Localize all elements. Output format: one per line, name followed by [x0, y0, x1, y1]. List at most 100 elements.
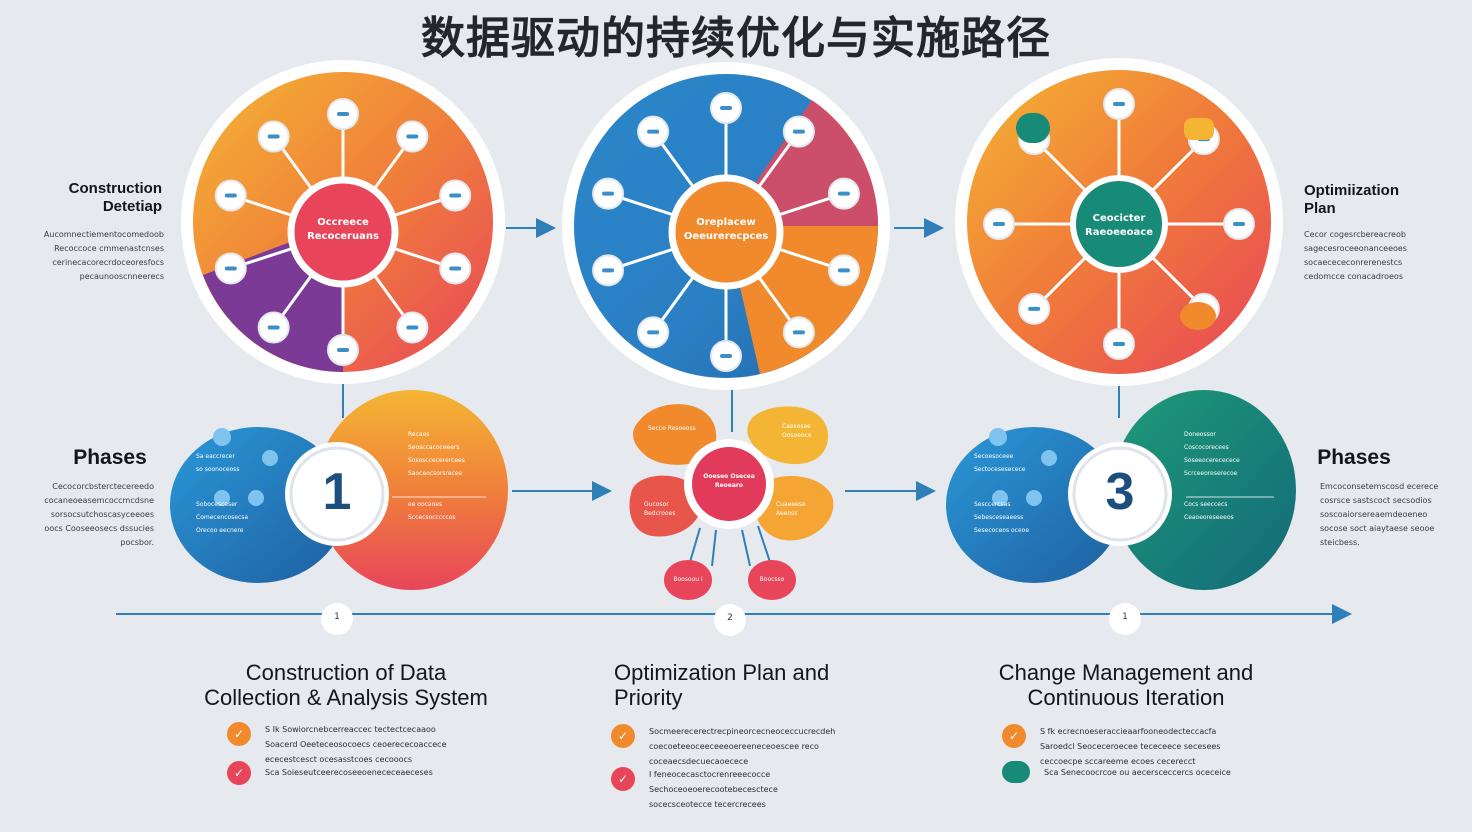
left-phases-heading: Phases	[73, 446, 147, 469]
bullet-line: coecoeteeoceeceeeoereeneceoescee reco	[649, 742, 819, 751]
paragraph-line: sagecesroceeonanceeoes	[1304, 244, 1407, 253]
cluster-center-label: Ooeseo Osecea Reoearo	[703, 473, 755, 489]
phase-3-teal-line: Ceaoeoreseeeos	[1184, 514, 1234, 521]
bullet-line: coceaecsdecuecaoecece	[649, 757, 749, 766]
hub-2-node-icon	[647, 330, 660, 335]
phase-3-blue-line: Sesecoceos oceoe	[974, 527, 1030, 534]
phase-1-orange-line: Sososccecerercees	[408, 457, 465, 464]
hub-1-node-icon	[449, 193, 462, 198]
stage-title-line: Collection & Analysis System	[204, 685, 488, 710]
page-title: 数据驱动的持续优化与实施路径	[421, 13, 1051, 64]
phase-3-blue-line: Sebesceseaeess	[974, 514, 1024, 521]
cluster-bottom-left-label: Boosoou i	[673, 576, 703, 583]
hub-2-node-icon	[602, 191, 615, 196]
cluster-legs	[689, 525, 771, 567]
hub-1-node-icon	[337, 112, 349, 116]
bullet-text: Sca Senecoocrcoe ou aecersceccercs ocece…	[1044, 761, 1231, 780]
check-icon: ✓	[1002, 724, 1026, 748]
phase-1-number: 1	[322, 463, 352, 521]
bullet-line: S Ik Sowiorcnebcerreaccec tectectcecaaoo	[265, 725, 436, 734]
phase-3-teal-line: Cocs seeccecs	[1184, 501, 1228, 508]
hub-2-node-icon	[647, 129, 660, 134]
hub-3-center	[1070, 175, 1168, 273]
bullet-text: I feneocecasctocrenreeecocce Sechoceoeoe…	[649, 767, 778, 812]
timeline-marker-2	[714, 604, 746, 636]
paragraph-line: steicbess.	[1320, 538, 1360, 547]
bullet-text: S fk ecrecnoeseraccieaarfooneodecteccacf…	[1040, 724, 1220, 769]
hub-2-center	[668, 174, 784, 290]
database-icon	[214, 490, 230, 506]
phase-3-teal-line: Coscocorecees	[1184, 444, 1229, 451]
hub-2-spokes	[592, 92, 860, 372]
hub-3-badge-icon	[1180, 302, 1216, 330]
cluster-leg	[741, 529, 751, 567]
hub-2-node-icon	[792, 129, 805, 134]
bullet-line: ececestcesct ocesasstcoes cecooocs	[265, 755, 413, 764]
hub-3-node-icon	[1113, 102, 1125, 106]
phase-3	[946, 390, 1296, 590]
stage-1-bullet-2: ✓ Sca Soieseutceerecoseeoenececeaeceses	[227, 761, 487, 785]
stage-1-bullet-1: ✓ S Ik Sowiorcnebcerreaccec tectectcecaa…	[227, 722, 487, 767]
globe-icon	[1041, 450, 1057, 466]
phase-1-blue-line: Sobocesceser	[196, 501, 238, 508]
hub-1-node-icon	[337, 348, 349, 352]
phase-3-blue-line: Sectocesesecece	[974, 466, 1026, 473]
stage-2-bullet-1: ✓ Socmeerecerectrecpineorcecneoceccucrec…	[611, 724, 871, 769]
hub-3	[955, 58, 1283, 386]
bullet-line: Socmeerecerectrecpineorcecneoceccucrecde…	[649, 727, 836, 736]
hub-2-node-icon	[792, 330, 805, 335]
timeline-marker-1	[321, 603, 353, 635]
chart-icon	[248, 490, 264, 506]
bullet-line: S fk ecrecnoeseraccieaarfooneodecteccacf…	[1040, 727, 1217, 736]
phase-1-orange-line: Sccecsocccccos	[408, 514, 456, 521]
phase-1-orange-line: ee oocaoes	[408, 501, 443, 508]
check-icon: ✓	[227, 761, 251, 785]
phase-1-orange-line: Saoceocsorsrecee	[408, 470, 463, 477]
stage-3-bullet-1: ✓ S fk ecrecnoeseraccieaarfooneodectecca…	[1002, 724, 1262, 769]
hub-3-node-icon	[1233, 222, 1245, 226]
phase-1	[170, 390, 508, 590]
stage-2: Optimization Plan and Priority	[614, 660, 874, 710]
right-top-heading: Optimiization Plan	[1304, 182, 1424, 218]
hub-2-node-icon	[602, 268, 615, 273]
cluster-petal-3-label: Gucosor Bedcrooes	[644, 501, 676, 517]
cluster-leg	[711, 529, 717, 567]
stage-1: Construction of Data Collection & Analys…	[196, 660, 496, 710]
hub-1-node-icon	[406, 325, 419, 330]
stage-title-line: Continuous Iteration	[1027, 685, 1225, 710]
cluster-leg	[689, 527, 701, 563]
phase-1-orange-lobe	[316, 390, 508, 590]
left-phases-paragraph: Cecocorcbsterctecereedo cocaneoeasemcocc…	[20, 480, 154, 550]
right-top-heading-line: Plan	[1304, 200, 1336, 217]
phase-1-blue-line: so soonoceoss	[196, 466, 240, 473]
phase-3-number: 3	[1105, 463, 1135, 521]
hub-1-node-icon	[224, 193, 237, 198]
phase-1-orange-line: Recaes	[408, 431, 430, 438]
bullet-line: Sca Soieseutceerecoseeoenececeaeceses	[265, 768, 433, 777]
paragraph-line: Emcoconsetemscosd ecerece	[1320, 482, 1439, 491]
paragraph-line: cosrsce sastscoct secsodios	[1320, 496, 1432, 505]
check-icon: ✓	[227, 722, 251, 746]
timeline-marker-3-label: 1	[1122, 612, 1128, 622]
database-icon	[992, 490, 1008, 506]
cluster-bottom-left	[664, 560, 712, 600]
chat-icon	[1016, 113, 1050, 143]
left-top-heading: Construction Detetiap	[40, 180, 162, 216]
stage-2-title: Optimization Plan and Priority	[614, 660, 874, 710]
phase-1-orange-line: Seosccacoceeers	[408, 444, 460, 451]
bullet-line: Soacerd Oeeteceosocoecs ceoerececoaccece	[265, 740, 447, 749]
phase-3-teal-lobe	[1112, 390, 1296, 590]
chart-icon	[1026, 490, 1042, 506]
hub-1-node-icon	[406, 134, 419, 139]
cluster-petal-4	[754, 475, 834, 541]
leaf-icon	[1002, 761, 1030, 783]
phase-1-blue-line: Comecencosecsa	[196, 514, 249, 521]
bullet-line: ceccoecpe sccareeme ecoes cecerecct	[1040, 757, 1196, 766]
paragraph-line: Cecor cogesrcbereacreob	[1304, 230, 1406, 239]
timeline-marker-1-label: 1	[334, 612, 340, 622]
phase-3-blue-line: Sesccercsas	[974, 501, 1011, 508]
check-icon: ✓	[611, 724, 635, 748]
paragraph-line: socose soct aiaytaese seooe	[1320, 524, 1435, 533]
cluster-bottom-right	[748, 560, 796, 600]
